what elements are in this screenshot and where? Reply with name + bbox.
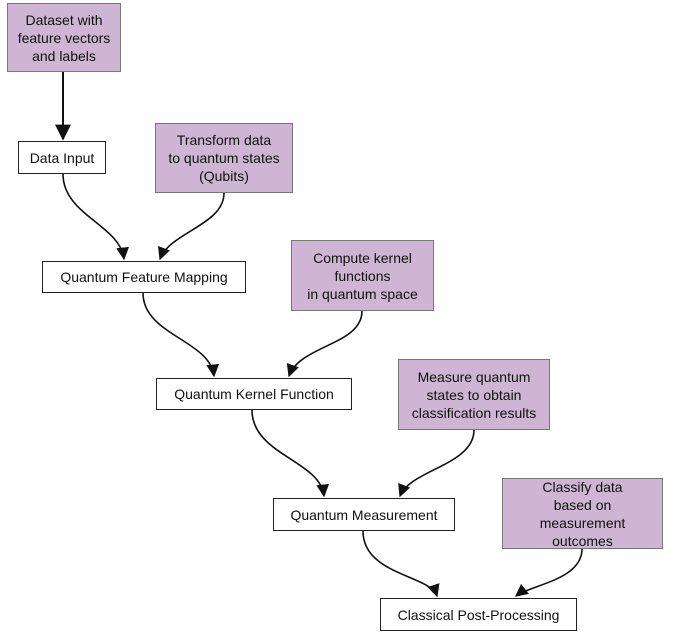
edge-transform-note-to-feature-mapping bbox=[158, 192, 225, 261]
edge-kernel-note-to-kernel-function bbox=[286, 310, 363, 378]
edge-data-input-to-feature-mapping bbox=[62, 173, 129, 261]
kernel-note-node: Compute kernel functions in quantum spac… bbox=[291, 240, 434, 311]
post-processing-node: Classical Post-Processing bbox=[380, 598, 577, 631]
dataset-node: Dataset with feature vectors and labels bbox=[7, 3, 121, 72]
edge-kernel-function-to-measurement bbox=[251, 409, 330, 498]
measure-note-node: Measure quantum states to obtain classif… bbox=[398, 359, 550, 430]
edge-measurement-to-post-processing bbox=[362, 530, 440, 598]
kernel-function-node: Quantum Kernel Function bbox=[156, 378, 352, 410]
edge-classify-note-to-post-processing bbox=[514, 548, 583, 597]
measurement-node: Quantum Measurement bbox=[273, 498, 455, 531]
edge-feature-mapping-to-kernel-function bbox=[142, 292, 220, 378]
transform-note-node: Transform data to quantum states (Qubits… bbox=[155, 123, 293, 193]
classify-note-node: Classify data based on measurement outco… bbox=[502, 478, 663, 549]
data-input-node: Data Input bbox=[18, 141, 106, 174]
feature-mapping-node: Quantum Feature Mapping bbox=[42, 261, 246, 293]
edge-measure-note-to-measurement bbox=[398, 429, 475, 498]
